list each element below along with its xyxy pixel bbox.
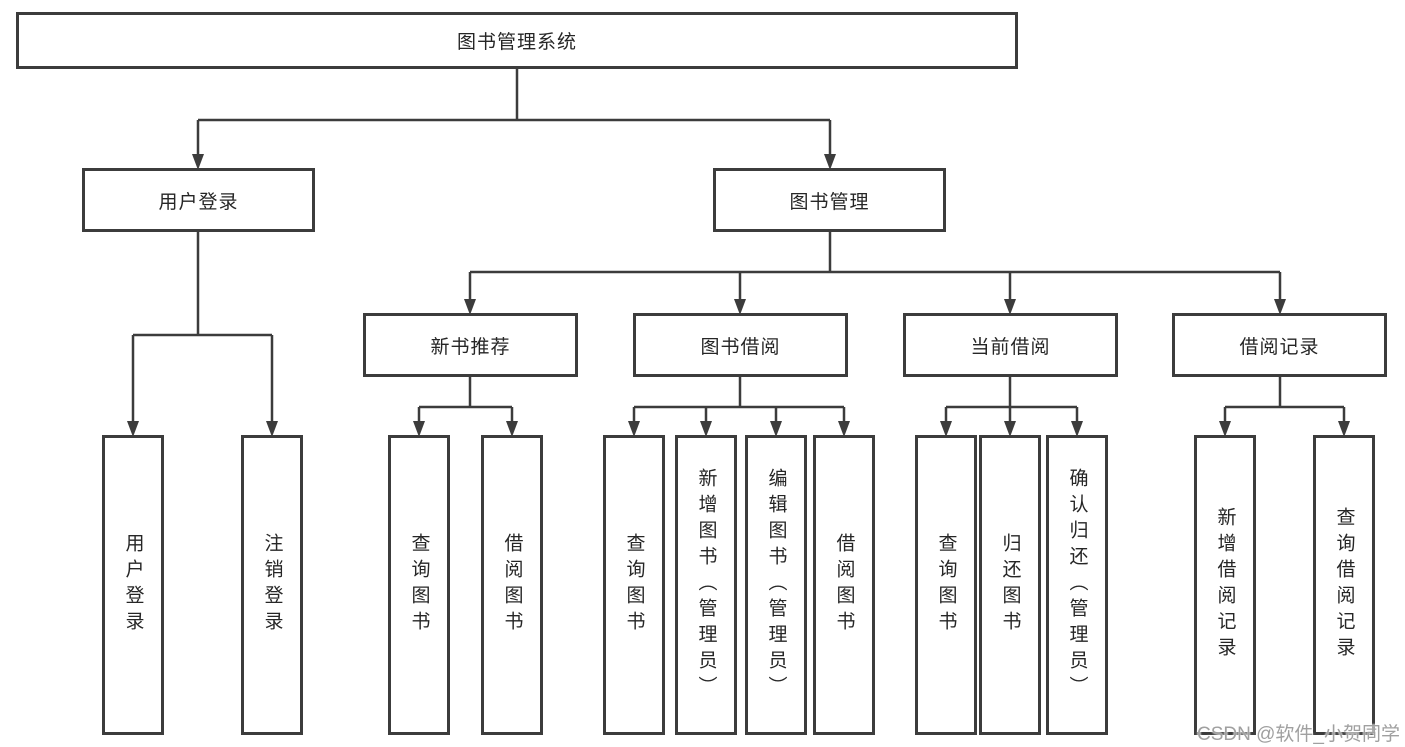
leaf-user-login: 用户登录: [102, 435, 164, 735]
leaf-return-book: 归还图书: [979, 435, 1041, 735]
node-current-borrow: 当前借阅: [903, 313, 1118, 377]
leaf-edit-book-admin: 编辑图书（管理员）: [745, 435, 807, 735]
node-library-system: 图书管理系统: [16, 12, 1018, 69]
leaf-borrow-books-recommend: 借阅图书: [481, 435, 543, 735]
node-book-management: 图书管理: [713, 168, 946, 232]
leaf-confirm-return-admin: 确认归还（管理员）: [1046, 435, 1108, 735]
leaf-logout: 注销登录: [241, 435, 303, 735]
node-new-book-recommend: 新书推荐: [363, 313, 578, 377]
watermark-text: CSDN @软件_小贺同学: [1197, 724, 1400, 745]
node-book-borrow: 图书借阅: [633, 313, 848, 377]
leaf-query-books-recommend: 查询图书: [388, 435, 450, 735]
leaf-add-book-admin: 新增图书（管理员）: [675, 435, 737, 735]
leaf-query-books-borrow: 查询图书: [603, 435, 665, 735]
node-user-login: 用户登录: [82, 168, 315, 232]
node-borrow-records: 借阅记录: [1172, 313, 1387, 377]
leaf-query-borrow-record: 查询借阅记录: [1313, 435, 1375, 735]
leaf-add-borrow-record: 新增借阅记录: [1194, 435, 1256, 735]
leaf-borrow-books-borrow: 借阅图书: [813, 435, 875, 735]
leaf-query-books-current: 查询图书: [915, 435, 977, 735]
